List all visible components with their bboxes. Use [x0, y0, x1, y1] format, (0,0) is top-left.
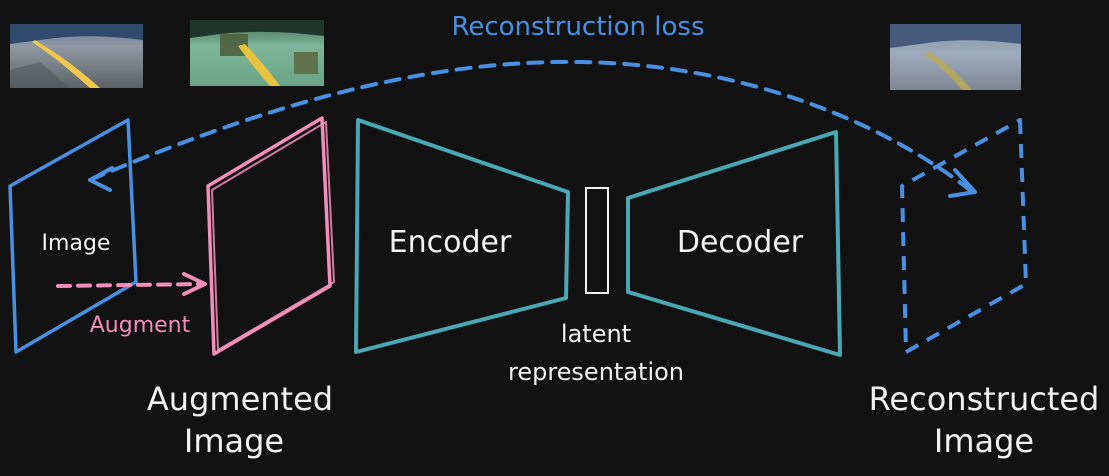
image-label: Image: [42, 231, 111, 256]
decoder-label: Decoder: [677, 225, 804, 260]
augmented-image-label-line1: Augmented: [147, 380, 333, 418]
decoder-block: [626, 130, 842, 357]
loss-arrowhead-right-icon: [948, 168, 977, 198]
reconstructed-road-thumbnail: [890, 24, 1021, 90]
augmented-road-thumbnail: [190, 20, 324, 86]
reconstruction-loss-arc: [88, 59, 972, 192]
augment-label: Augment: [90, 313, 191, 338]
encoder-block: [354, 118, 570, 354]
latent-label-line1: latent: [561, 320, 631, 348]
reconstructed-image-label-line2: Image: [934, 422, 1034, 460]
augment-arrowhead-icon: [182, 272, 207, 296]
augmented-image-label-line2: Image: [184, 422, 284, 460]
reconstructed-image-plane: [900, 118, 1028, 354]
loss-arrowhead-left-icon: [88, 166, 114, 192]
latent-representation-bar: [585, 187, 609, 294]
augmented-image-plane-echo: [211, 121, 335, 351]
latent-label-line2: representation: [508, 358, 684, 386]
reconstruction-loss-label: Reconstruction loss: [451, 12, 704, 42]
augment-arrow: [56, 282, 204, 288]
augmented-image-plane: [206, 116, 332, 356]
original-road-thumbnail: [10, 24, 143, 88]
encoder-label: Encoder: [389, 225, 512, 260]
input-image-plane: [8, 118, 138, 354]
reconstructed-image-label-line1: Reconstructed: [869, 380, 1100, 418]
